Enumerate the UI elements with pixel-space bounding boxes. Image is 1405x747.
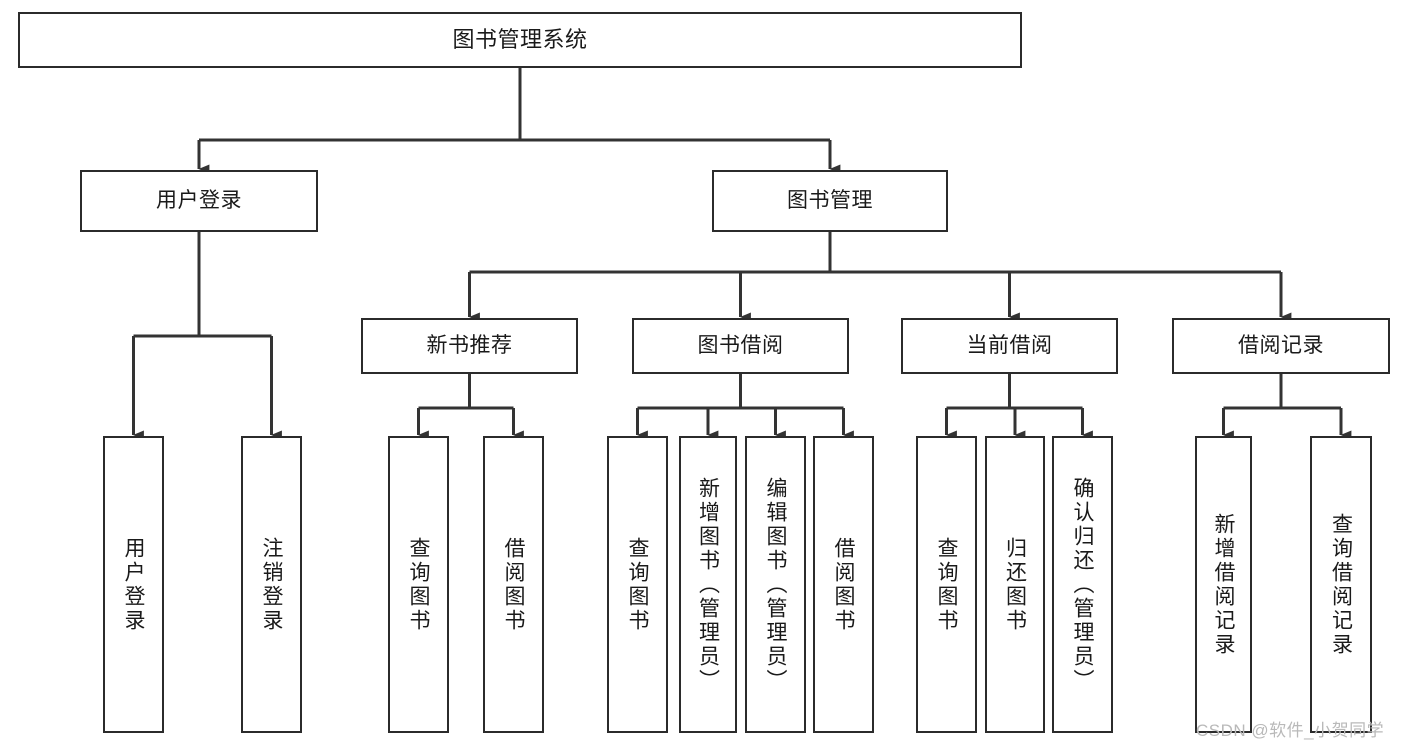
node-user-login[interactable]: 用户登录 (80, 170, 318, 232)
node-leaf-query-record[interactable]: 查询借阅记录 (1310, 436, 1372, 733)
node-book-manage[interactable]: 图书管理 (712, 170, 948, 232)
node-leaf-add-book-label: 新增图书（管理员） (696, 476, 720, 693)
node-leaf-confirm-return-label: 确认归还（管理员） (1071, 476, 1094, 693)
node-leaf-query-book-3[interactable]: 查询图书 (916, 436, 977, 733)
node-new-book-recommend-label: 新书推荐 (426, 333, 513, 357)
node-leaf-query-book-3-label: 查询图书 (935, 536, 958, 633)
watermark-text: CSDN @软件_小贺同学 (1196, 721, 1385, 740)
node-book-manage-label: 图书管理 (787, 188, 873, 212)
node-leaf-user-logout[interactable]: 注销登录 (241, 436, 302, 733)
node-leaf-borrow-book-2-label: 借阅图书 (832, 536, 855, 633)
node-borrow-record[interactable]: 借阅记录 (1172, 318, 1390, 374)
node-leaf-borrow-book-1-label: 借阅图书 (502, 536, 525, 633)
node-leaf-borrow-book-1[interactable]: 借阅图书 (483, 436, 544, 733)
node-root-label: 图书管理系统 (452, 27, 588, 53)
node-leaf-query-book-2[interactable]: 查询图书 (607, 436, 668, 733)
edge-paths (132, 68, 1352, 440)
node-leaf-add-record-label: 新增借阅记录 (1212, 512, 1235, 657)
node-leaf-query-book-2-label: 查询图书 (626, 536, 649, 633)
node-leaf-confirm-return[interactable]: 确认归还（管理员） (1052, 436, 1113, 733)
node-current-borrow[interactable]: 当前借阅 (901, 318, 1118, 374)
node-book-borrow[interactable]: 图书借阅 (632, 318, 849, 374)
node-leaf-query-record-label: 查询借阅记录 (1329, 512, 1353, 657)
node-leaf-edit-book[interactable]: 编辑图书（管理员） (745, 436, 806, 733)
node-leaf-return-book-label: 归还图书 (1003, 536, 1027, 633)
node-leaf-add-book[interactable]: 新增图书（管理员） (679, 436, 737, 733)
node-leaf-user-logout-label: 注销登录 (260, 536, 283, 633)
node-leaf-return-book[interactable]: 归还图书 (985, 436, 1045, 733)
node-current-borrow-label: 当前借阅 (966, 333, 1053, 357)
node-leaf-user-login[interactable]: 用户登录 (103, 436, 164, 733)
node-root[interactable]: 图书管理系统 (18, 12, 1022, 68)
node-leaf-user-login-label: 用户登录 (122, 536, 145, 633)
node-leaf-add-record[interactable]: 新增借阅记录 (1195, 436, 1252, 733)
node-book-borrow-label: 图书借阅 (697, 333, 784, 357)
node-leaf-borrow-book-2[interactable]: 借阅图书 (813, 436, 874, 733)
node-leaf-edit-book-label: 编辑图书（管理员） (764, 476, 787, 693)
node-user-login-label: 用户登录 (156, 188, 242, 212)
node-leaf-query-book-1-label: 查询图书 (407, 536, 430, 633)
node-borrow-record-label: 借阅记录 (1238, 333, 1324, 357)
node-new-book-recommend[interactable]: 新书推荐 (361, 318, 578, 374)
node-leaf-query-book-1[interactable]: 查询图书 (388, 436, 449, 733)
